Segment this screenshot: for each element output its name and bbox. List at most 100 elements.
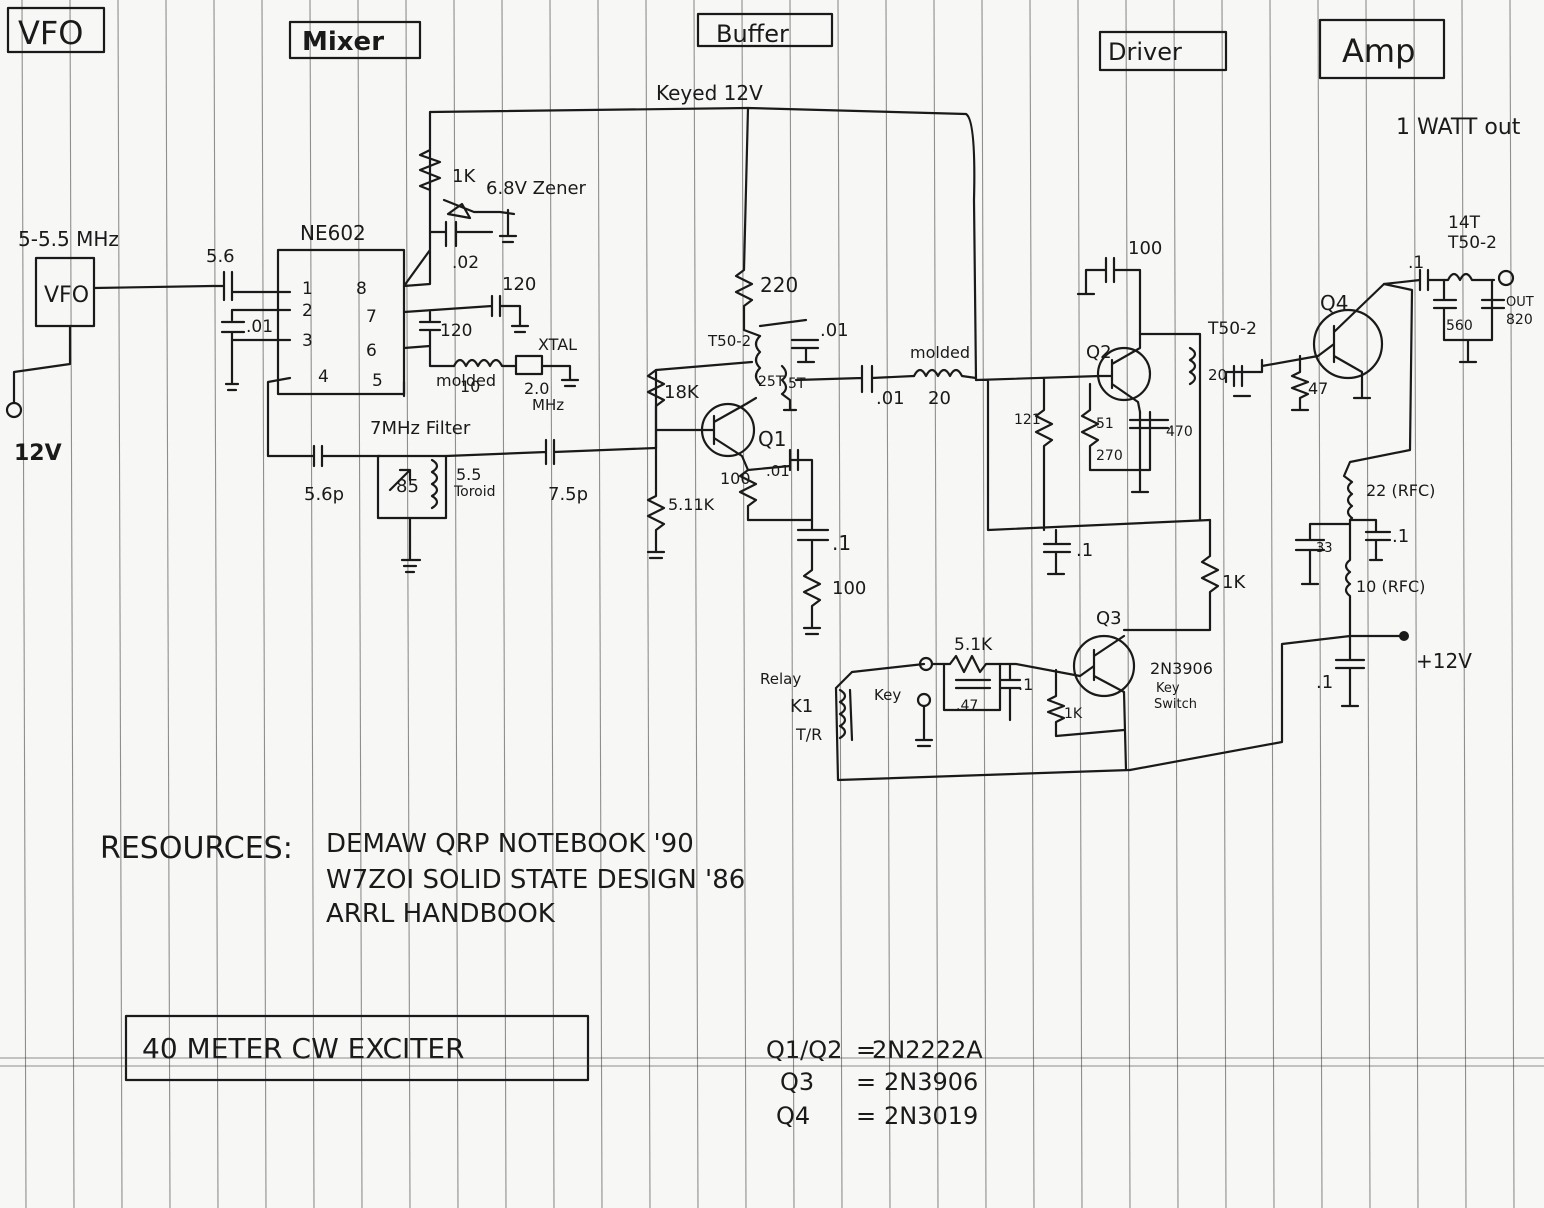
section-headers: VFO Mixer Buffer Driver Amp 1 WATT out: [6, 6, 1521, 140]
out-label: OUT: [1506, 295, 1534, 310]
cap-1-amp-a: .1: [1392, 526, 1409, 547]
filter-label: 7MHz Filter: [370, 418, 471, 439]
cap-02: .02: [452, 253, 479, 273]
paper-rule-line: [1125, 0, 1131, 1208]
vfo-12v: 12V: [14, 441, 62, 466]
parts-list: Q1/Q2 = 2N2222A Q3 = 2N3906 Q4 = 2N3019: [766, 1036, 983, 1130]
res-121: 121: [1014, 412, 1041, 428]
paper-rule-line: [21, 0, 27, 1208]
paper-rule-line: [1221, 0, 1227, 1208]
t50-primary: 25T: [758, 374, 785, 390]
q3-key: Key: [1156, 681, 1180, 696]
paper-rule-line: [597, 0, 603, 1208]
rfc-22: 22 (RFC): [1366, 481, 1435, 500]
part-q3-value: 2N3906: [884, 1068, 978, 1096]
res-100-b: 100: [832, 578, 866, 599]
cap-5-6: 5.6: [206, 246, 235, 267]
part-q1q2-name: Q1/Q2: [766, 1036, 842, 1064]
paper-rule-line: [453, 0, 459, 1208]
paper-rule-line: [1461, 0, 1467, 1208]
keyed-12v: Keyed 12V: [656, 81, 763, 105]
paper-rule-line: [261, 0, 267, 1208]
part-q4-eq: =: [856, 1102, 876, 1130]
xtal-2mhz: [514, 354, 544, 376]
cap-47: .47: [956, 698, 978, 714]
part-q4-value: 2N3019: [884, 1102, 978, 1130]
relay-k1: K1: [790, 696, 813, 717]
q3-part: 2N3906: [1150, 659, 1213, 678]
paper-rule-line: [741, 0, 747, 1208]
cap-85: 85: [396, 476, 419, 497]
supply-terminal: [1399, 631, 1409, 641]
res-100-buffer: 100: [720, 469, 751, 488]
part-q1q2-eq: =: [856, 1036, 876, 1064]
t50-driver-turns: 20: [1208, 366, 1227, 384]
cap-7-5p: 7.5p: [548, 484, 588, 505]
cap-01-emitter: .01: [766, 462, 790, 480]
switch-block: Relay K1 T/R Key 5.1K .47 .1 1K Q3 2N390…: [760, 608, 1213, 782]
q2-transistor: [1096, 346, 1152, 402]
res-1k-driver: 1K: [1222, 572, 1246, 593]
header-vfo: VFO: [18, 14, 83, 52]
resource-arrl: ARRL HANDBOOK: [326, 899, 556, 929]
ne602-label: NE602: [300, 221, 366, 245]
resource-demaw: DEMAW QRP NOTEBOOK '90: [326, 829, 694, 859]
header-mixer: Mixer: [302, 27, 384, 57]
relay-label: Relay: [760, 670, 801, 688]
xtal-freq: 2.0: [524, 379, 549, 398]
paper-rule-line: [885, 0, 891, 1208]
xtal-unit: MHz: [532, 396, 564, 414]
t50-amp: T50-2: [1447, 233, 1497, 253]
res-5-1k: 5.1K: [954, 635, 993, 655]
paper-rule-line: [933, 0, 939, 1208]
ind-10: 10: [460, 377, 480, 396]
paper-rule-line: [981, 0, 987, 1208]
paper-rule-line: [501, 0, 507, 1208]
part-q4-name: Q4: [776, 1102, 810, 1130]
vfo-frequency: 5-5.5 MHz: [18, 227, 119, 251]
key-label: Key: [874, 686, 901, 704]
part-q1q2-value: 2N2222A: [872, 1036, 983, 1064]
buffer-block: Keyed 12V 220 .01 T50-2 25T 5T 18K Q1 5.…: [646, 81, 978, 636]
paper-rule-line: [1317, 0, 1323, 1208]
ne602-chip: [276, 248, 406, 396]
cap-120-a: 120: [502, 274, 536, 295]
cap-01-out: .01: [876, 388, 905, 409]
header-amp: Amp: [1342, 32, 1415, 70]
amp-12v: +12V: [1416, 649, 1472, 673]
title-text: 40 METER CW EXCITER: [142, 1032, 465, 1065]
relay-tr: T/R: [795, 725, 822, 744]
paper-rule-line: [1365, 0, 1371, 1208]
paper-rule-line: [1077, 0, 1083, 1208]
cap-560: 560: [1446, 318, 1473, 334]
cap-01-buffer: .01: [820, 320, 849, 341]
paper-rule-line: [1269, 0, 1275, 1208]
t50-driver: T50-2: [1207, 319, 1257, 339]
mixer-block: NE602 1 2 3 4 8 7 6 5 5.6 .01 1K 6.8V Ze…: [206, 106, 750, 574]
paper-rule-line: [549, 0, 555, 1208]
pin-8: 8: [356, 279, 367, 299]
resource-w7zoi: W7ZOI SOLID STATE DESIGN '86: [326, 865, 745, 895]
pin-5: 5: [372, 371, 383, 391]
cap-1-buffer: .1: [832, 531, 851, 555]
cap-120-b: 120: [440, 321, 472, 341]
driver-block: 121 Q2 100 T50-2 20 51 270 470 .1 1K: [974, 238, 1257, 632]
key-jack-ground: [916, 692, 932, 708]
pin-4: 4: [318, 367, 329, 387]
pin-2: 2: [302, 301, 313, 321]
rf-output-jack: [1497, 269, 1515, 287]
paper-rule-line: [405, 0, 411, 1208]
q3-transistor: [1072, 634, 1136, 698]
res-18k: 18K: [664, 382, 700, 403]
res-47: 47: [1308, 379, 1328, 398]
res-220: 220: [760, 273, 798, 297]
res-5-11k: 5.11K: [668, 495, 715, 514]
part-q3-name: Q3: [780, 1068, 814, 1096]
pin-7: 7: [366, 307, 377, 327]
rfc-10: 10 (RFC): [1356, 577, 1425, 596]
amp-block: 47 Q4 14T T50-2 .1 560 820 OUT 22 (RFC) …: [1128, 213, 1534, 772]
q3-switch: Switch: [1154, 697, 1197, 712]
cap-1-driver: .1: [1076, 540, 1093, 561]
paper-rule-line: [357, 0, 363, 1208]
